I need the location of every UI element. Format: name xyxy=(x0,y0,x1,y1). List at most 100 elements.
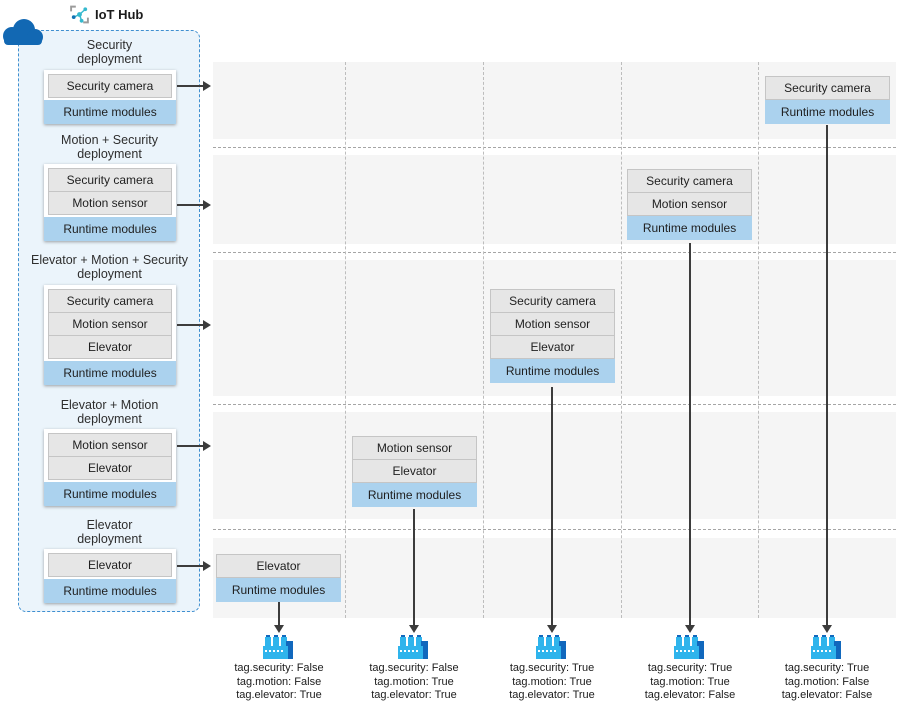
runtime-modules-box: Runtime modules xyxy=(352,483,477,507)
module-box: Motion sensor xyxy=(627,192,752,216)
band-separator xyxy=(213,252,896,253)
runtime-modules-box: Runtime modules xyxy=(216,578,341,602)
deployment-title-line1: Elevator xyxy=(86,518,133,532)
column-divider xyxy=(483,62,484,618)
module-box: Motion sensor xyxy=(352,436,477,460)
column-divider xyxy=(621,62,622,618)
device-stack-col2: Motion sensor Elevator Runtime modules xyxy=(352,436,477,507)
arrow-head-icon xyxy=(822,625,832,633)
runtime-modules-box: Runtime modules xyxy=(44,100,176,124)
iot-hub-label: IoT Hub xyxy=(95,7,144,22)
device-tags-1: tag.security: False tag.motion: False ta… xyxy=(204,662,354,703)
module-box: Security camera xyxy=(48,289,172,313)
device-arrow-col2 xyxy=(413,509,415,626)
deployment-arrow-5 xyxy=(177,565,204,567)
arrow-head-icon xyxy=(409,625,419,633)
module-box: Elevator xyxy=(490,335,615,359)
module-box: Motion sensor xyxy=(48,312,172,336)
module-box: Security camera xyxy=(490,289,615,313)
device-arrow-col5 xyxy=(826,125,828,626)
tag-line: tag.motion: True xyxy=(650,675,730,688)
module-box: Elevator xyxy=(352,459,477,483)
column-divider xyxy=(758,62,759,618)
module-box: Security camera xyxy=(765,76,890,100)
runtime-modules-box: Runtime modules xyxy=(44,482,176,506)
device-stack-col1: Elevator Runtime modules xyxy=(216,554,341,602)
tag-line: tag.security: False xyxy=(234,662,324,674)
factory-icon xyxy=(398,635,428,659)
device-tags-3: tag.security: True tag.motion: True tag.… xyxy=(477,662,627,703)
deployment-title-line2: deployment xyxy=(77,412,142,426)
deployment-arrow-2 xyxy=(177,204,204,206)
runtime-modules-box: Runtime modules xyxy=(765,100,890,124)
deployment-title-motion-security: Motion + Security deployment xyxy=(19,133,200,161)
arrow-head-icon xyxy=(274,625,284,633)
deployment-arrow-4 xyxy=(177,445,204,447)
module-box: Motion sensor xyxy=(48,433,172,457)
factory-icon xyxy=(674,635,704,659)
runtime-modules-box: Runtime modules xyxy=(627,216,752,240)
band-separator xyxy=(213,404,896,405)
deployment-title-line2: deployment xyxy=(77,147,142,161)
device-stack-col3: Security camera Motion sensor Elevator R… xyxy=(490,289,615,383)
band-separator xyxy=(213,529,896,530)
arrow-head-icon xyxy=(685,625,695,633)
band-separator xyxy=(213,147,896,148)
deployment-title-elevator-motion: Elevator + Motion deployment xyxy=(19,398,200,426)
module-box: Elevator xyxy=(48,553,172,577)
module-box: Elevator xyxy=(216,554,341,578)
arrow-head-icon xyxy=(547,625,557,633)
deployment-title-line1: Security xyxy=(86,38,133,52)
module-box: Elevator xyxy=(48,456,172,480)
device-tags-4: tag.security: True tag.motion: True tag.… xyxy=(615,662,765,703)
deployment-title-elevator: Elevator deployment xyxy=(19,518,200,546)
device-stack-col4: Security camera Motion sensor Runtime mo… xyxy=(627,169,752,240)
deployment-stack-elevator: Elevator Runtime modules xyxy=(44,549,176,603)
tag-line: tag.elevator: True xyxy=(236,689,322,701)
deployment-title-line2: deployment xyxy=(77,267,142,281)
deployment-title-line2: deployment xyxy=(77,532,142,546)
module-box: Motion sensor xyxy=(48,191,172,215)
iot-hub-header: IoT Hub xyxy=(69,4,143,25)
cloud-icon xyxy=(3,19,43,45)
tag-line: tag.motion: False xyxy=(784,675,870,688)
arrow-head-icon xyxy=(203,200,211,210)
deployment-stack-motion-security: Security camera Motion sensor Runtime mo… xyxy=(44,164,176,241)
runtime-modules-box: Runtime modules xyxy=(44,217,176,241)
deployment-title-line1: Elevator + Motion xyxy=(60,398,159,412)
tag-line: tag.motion: False xyxy=(236,675,322,688)
tag-line: tag.security: True xyxy=(784,662,870,674)
deployment-stack-elevator-motion: Motion sensor Elevator Runtime modules xyxy=(44,429,176,506)
module-box: Security camera xyxy=(48,168,172,192)
module-box: Motion sensor xyxy=(490,312,615,336)
device-arrow-col1 xyxy=(278,602,280,626)
device-band-2 xyxy=(213,155,896,244)
deployment-arrow-3 xyxy=(177,324,204,326)
tag-line: tag.elevator: False xyxy=(644,689,736,701)
runtime-modules-box: Runtime modules xyxy=(44,579,176,603)
runtime-modules-box: Runtime modules xyxy=(490,359,615,383)
deployment-stack-elevator-motion-security: Security camera Motion sensor Elevator R… xyxy=(44,285,176,385)
deployment-title-security: Security deployment xyxy=(19,38,200,66)
device-arrow-col4 xyxy=(689,243,691,626)
factory-icon xyxy=(263,635,293,659)
factory-icon xyxy=(811,635,841,659)
module-box: Security camera xyxy=(48,74,172,98)
deployment-title-line1: Motion + Security xyxy=(61,133,158,147)
arrow-head-icon xyxy=(203,561,211,571)
device-stack-col5: Security camera Runtime modules xyxy=(765,76,890,124)
tag-line: tag.elevator: True xyxy=(371,689,457,701)
arrow-head-icon xyxy=(203,441,211,451)
deployment-arrow-1 xyxy=(177,85,204,87)
device-arrow-col3 xyxy=(551,387,553,626)
iot-hub-icon xyxy=(70,5,89,24)
module-box: Elevator xyxy=(48,335,172,359)
device-tags-5: tag.security: True tag.motion: False tag… xyxy=(752,662,902,703)
tag-line: tag.motion: True xyxy=(512,675,592,688)
deployment-title-elevator-motion-security: Elevator + Motion + Security deployment xyxy=(19,253,200,281)
tag-line: tag.security: True xyxy=(647,662,733,674)
device-band-4 xyxy=(213,412,896,519)
tag-line: tag.elevator: False xyxy=(781,689,873,701)
module-box: Security camera xyxy=(627,169,752,193)
